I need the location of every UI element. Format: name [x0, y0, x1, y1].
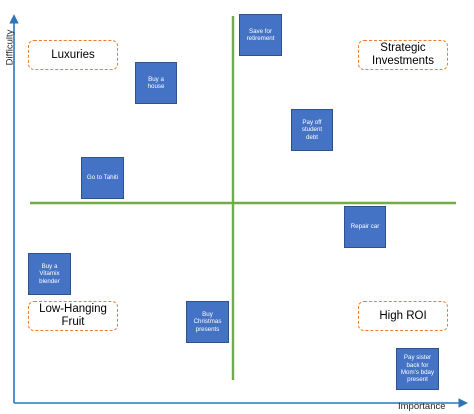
quadrant-label-high-roi: High ROI [358, 301, 448, 331]
sticky-note-save-for-retirement[interactable]: Save for retirement [239, 14, 282, 56]
sticky-note-text: Pay off student debt [301, 118, 323, 141]
quadrant-label-luxuries: Luxuries [28, 40, 118, 70]
y-axis-label: Difficulty [4, 29, 16, 66]
sticky-note-text: Buy Christmas presents [193, 310, 222, 333]
quadrant-label-strategic-investments: Strategic Investments [358, 40, 448, 70]
quadrant-label-low-hanging-fruit: Low-Hanging Fruit [28, 301, 118, 331]
sticky-note-text: Repair car [350, 223, 380, 231]
sticky-note-text: Buy a house [147, 75, 165, 90]
quadrant-label-strategic-investments-text: Strategic Investments [372, 42, 434, 67]
sticky-note-go-to-tahiti[interactable]: Go to Tahiti [81, 157, 124, 199]
sticky-note-pay-off-student-debt[interactable]: Pay off student debt [291, 109, 333, 151]
sticky-note-buy-a-house[interactable]: Buy a house [135, 62, 177, 104]
sticky-note-text: Save for retirement [246, 27, 275, 42]
quadrant-label-high-roi-text: High ROI [379, 309, 427, 322]
sticky-note-text: Pay sister back for Mom's bday present [400, 354, 435, 384]
x-axis-label: Importance [398, 401, 446, 412]
sticky-note-text: Go to Tahiti [86, 174, 119, 182]
sticky-note-text: Buy a Vitamix blender [39, 262, 60, 285]
sticky-note-pay-sister-back[interactable]: Pay sister back for Mom's bday present [396, 348, 439, 390]
quadrant-label-low-hanging-fruit-text: Low-Hanging Fruit [39, 303, 107, 328]
sticky-note-buy-christmas-presents[interactable]: Buy Christmas presents [186, 301, 229, 343]
sticky-note-buy-a-vitamix-blender[interactable]: Buy a Vitamix blender [28, 253, 71, 295]
sticky-note-repair-car[interactable]: Repair car [344, 206, 386, 248]
quadrant-label-luxuries-text: Luxuries [51, 48, 95, 61]
